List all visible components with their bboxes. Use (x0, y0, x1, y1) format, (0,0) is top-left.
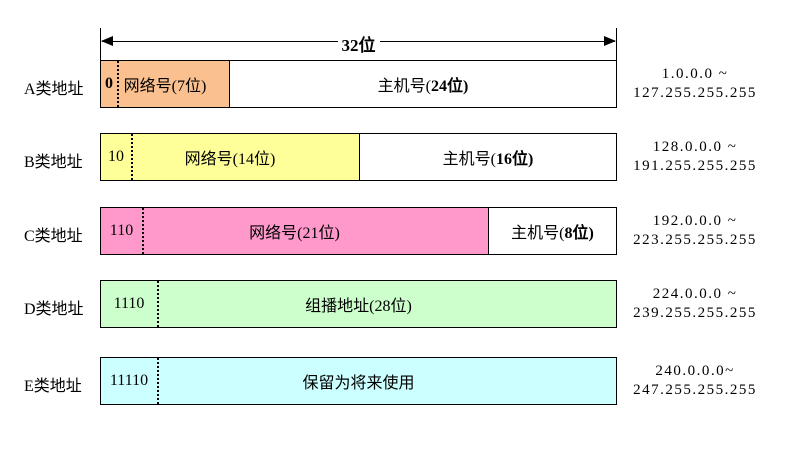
class-c-address-box: 110 网络号(21位) 主机号(8位) (100, 207, 617, 255)
class-e-body-segment: 11110 保留为将来使用 (101, 358, 616, 404)
class-a-host-label: 主机号(24位) (377, 78, 469, 95)
class-a-range-end: 127.255.255.255 (633, 85, 757, 101)
class-e-label: E类地址 (24, 378, 82, 395)
class-c-host-label: 主机号(8位) (511, 225, 594, 242)
class-c-range-end: 223.255.255.255 (633, 232, 757, 248)
class-c-range: 192.0.0.0 ~ 223.255.255.255 (609, 212, 781, 250)
class-c-prefix-bits: 110 (101, 208, 144, 254)
class-e-range-start: 240.0.0.0~ (655, 363, 735, 379)
class-d-prefix-bits: 1110 (101, 281, 159, 327)
class-d-address-box: 1110 组播地址(28位) (100, 280, 617, 328)
class-d-body-segment: 1110 组播地址(28位) (101, 281, 616, 327)
class-b-range-start: 128.0.0.0 ~ (652, 139, 738, 155)
class-a-range: 1.0.0.0 ~ 127.255.255.255 (609, 65, 781, 103)
class-b-host-segment: 主机号(16位) (360, 134, 616, 180)
bit-width-label: 32位 (337, 31, 380, 56)
bit-width-arrow: 32位 (100, 28, 617, 60)
class-c-network-segment: 110 网络号(21位) (101, 208, 489, 254)
class-b-range: 128.0.0.0 ~ 191.255.255.255 (609, 138, 781, 176)
class-d-range-end: 239.255.255.255 (633, 305, 757, 321)
class-e-range-end: 247.255.255.255 (633, 382, 757, 398)
class-a-prefix-bits: 0 (101, 61, 119, 107)
class-a-network-label: 网络号(7位) (123, 78, 207, 95)
class-e-prefix-bits: 11110 (101, 358, 159, 404)
class-e-range: 240.0.0.0~ 247.255.255.255 (609, 362, 781, 400)
class-b-prefix-bits: 10 (101, 134, 133, 180)
class-b-address-box: 10 网络号(14位) 主机号(16位) (100, 133, 617, 181)
arrow-left-head-icon (101, 36, 113, 46)
class-a-address-box: 0 网络号(7位) 主机号(24位) (100, 60, 617, 108)
class-a-network-segment: 0 网络号(7位) (101, 61, 230, 107)
arrow-right-head-icon (604, 36, 616, 46)
class-e-address-box: 11110 保留为将来使用 (100, 357, 617, 405)
class-d-range-start: 224.0.0.0 ~ (652, 286, 738, 302)
class-d-label: D类地址 (24, 301, 84, 318)
class-b-network-label: 网络号(14位) (184, 151, 276, 168)
class-d-body-label: 组播地址(28位) (305, 298, 412, 315)
class-a-range-start: 1.0.0.0 ~ (661, 66, 729, 82)
class-a-host-segment: 主机号(24位) (230, 61, 616, 107)
class-c-host-segment: 主机号(8位) (489, 208, 616, 254)
class-b-network-segment: 10 网络号(14位) (101, 134, 360, 180)
class-c-label: C类地址 (24, 228, 83, 245)
class-c-network-label: 网络号(21位) (249, 225, 340, 242)
class-b-host-label: 主机号(16位) (442, 151, 534, 168)
class-c-range-start: 192.0.0.0 ~ (652, 213, 738, 229)
class-b-range-end: 191.255.255.255 (633, 158, 757, 174)
class-e-body-label: 保留为将来使用 (302, 375, 415, 392)
class-d-range: 224.0.0.0 ~ 239.255.255.255 (609, 285, 781, 323)
class-a-label: A类地址 (24, 81, 84, 98)
class-b-label: B类地址 (24, 154, 83, 171)
